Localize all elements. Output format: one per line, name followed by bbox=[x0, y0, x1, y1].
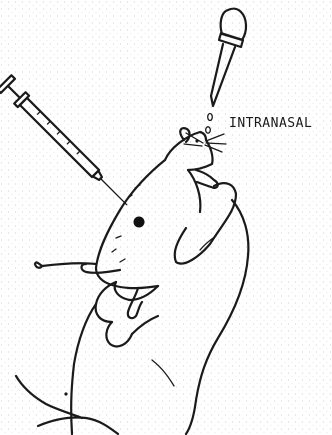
intranasal-label: INTRANASAL bbox=[229, 116, 312, 131]
injection-site-dot bbox=[134, 217, 145, 228]
